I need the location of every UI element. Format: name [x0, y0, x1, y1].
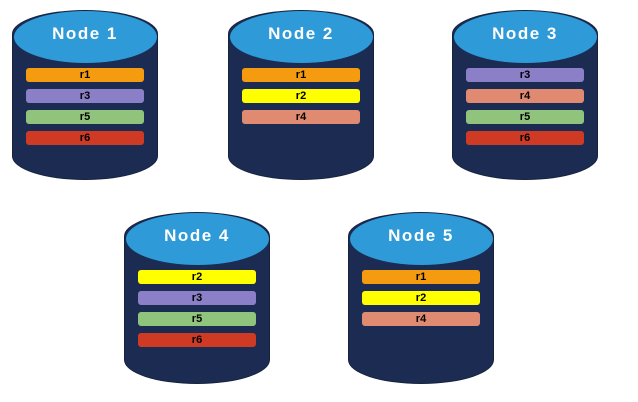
node-2-records: r1 r2 r4: [228, 68, 374, 131]
node-3-record-r5[interactable]: r5: [466, 110, 584, 124]
node-1-record-r6[interactable]: r6: [26, 131, 144, 145]
node-2-record-r4[interactable]: r4: [242, 110, 360, 124]
node-1-cylinder-top: [13, 11, 157, 63]
node-4-record-r5[interactable]: r5: [138, 312, 256, 326]
node-1-record-r3[interactable]: r3: [26, 89, 144, 103]
node-1-record-r5[interactable]: r5: [26, 110, 144, 124]
node-4-records: r2 r3 r5 r6: [124, 270, 270, 354]
node-1-records: r1 r3 r5 r6: [12, 68, 158, 152]
node-1-label: Node 1: [52, 24, 118, 43]
node-5-label: Node 5: [388, 226, 454, 245]
node-5-records: r1 r2 r4: [348, 270, 494, 333]
node-3[interactable]: Node 3 r3 r4 r5 r6: [452, 10, 598, 180]
node-3-cylinder-top: [453, 11, 597, 63]
node-2-record-r2[interactable]: r2: [242, 89, 360, 103]
node-1[interactable]: Node 1 r1 r3 r5 r6: [12, 10, 158, 180]
node-3-records: r3 r4 r5 r6: [452, 68, 598, 152]
node-2-record-r1[interactable]: r1: [242, 68, 360, 82]
node-1-record-r1[interactable]: r1: [26, 68, 144, 82]
node-5[interactable]: Node 5 r1 r2 r4: [348, 212, 494, 384]
node-2-cylinder-top: [229, 11, 373, 63]
node-2-label: Node 2: [268, 24, 334, 43]
node-4-cylinder-top: [125, 213, 269, 265]
node-2[interactable]: Node 2 r1 r2 r4: [228, 10, 374, 180]
node-4-record-r2[interactable]: r2: [138, 270, 256, 284]
node-3-label: Node 3: [492, 24, 558, 43]
node-5-record-r1[interactable]: r1: [362, 270, 480, 284]
node-5-record-r2[interactable]: r2: [362, 291, 480, 305]
node-4-record-r6[interactable]: r6: [138, 333, 256, 347]
node-4-label: Node 4: [164, 226, 230, 245]
node-3-record-r6[interactable]: r6: [466, 131, 584, 145]
node-4[interactable]: Node 4 r2 r3 r5 r6: [124, 212, 270, 384]
node-4-record-r3[interactable]: r3: [138, 291, 256, 305]
node-3-record-r3[interactable]: r3: [466, 68, 584, 82]
node-5-record-r4[interactable]: r4: [362, 312, 480, 326]
node-3-record-r4[interactable]: r4: [466, 89, 584, 103]
node-5-cylinder-top: [349, 213, 493, 265]
